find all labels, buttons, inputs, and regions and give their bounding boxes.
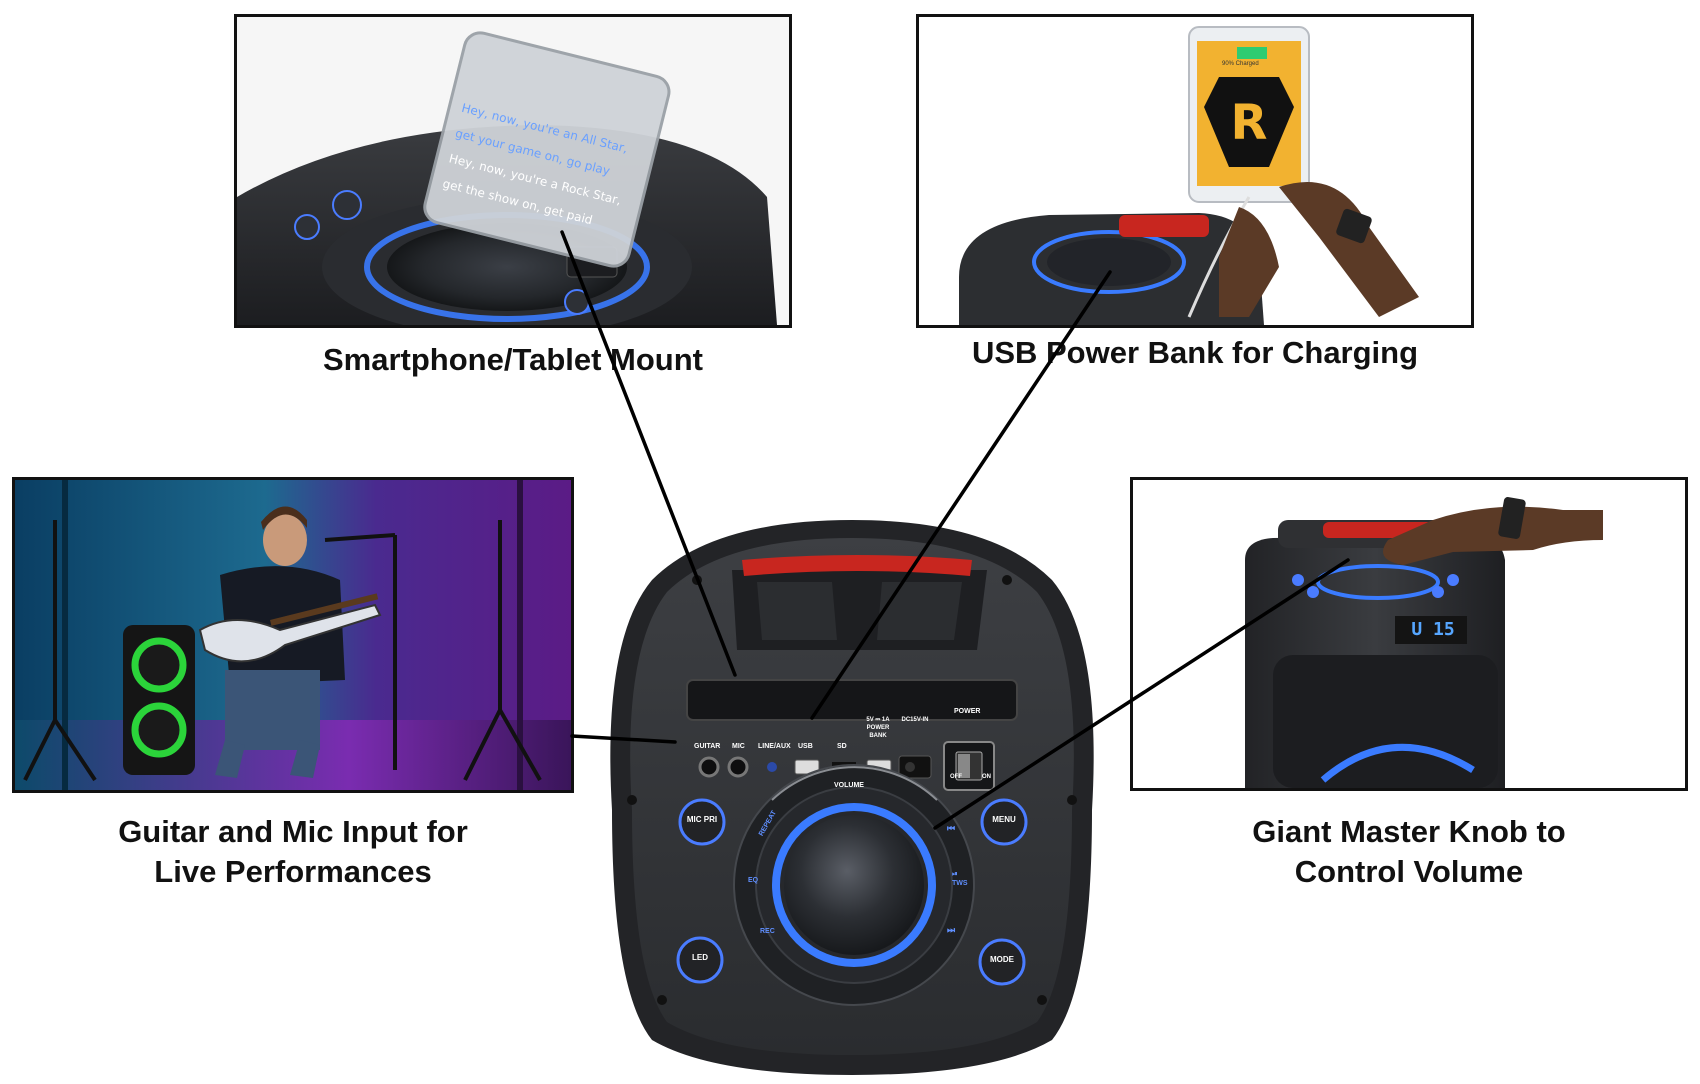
play-pause-tws-button[interactable]: ⏯ TWS — [952, 871, 968, 887]
rec-button[interactable]: REC — [760, 928, 775, 935]
tablet-battery-text: 90% Charged — [1222, 61, 1259, 67]
phone-mount-photo: Hey, now, you're an All Star, get your g… — [234, 14, 792, 328]
eq-button[interactable]: EQ — [748, 877, 759, 884]
jack-label-guitar: GUITAR — [694, 743, 721, 750]
live-performance-photo — [12, 477, 574, 793]
switch-on-label: ON — [982, 774, 991, 780]
jack-label-dc-in: DC15V-IN — [901, 717, 929, 723]
caption-usb-power-bank: USB Power Bank for Charging — [971, 335, 1419, 370]
caption-inputs-line1: Guitar and Mic Input for — [118, 814, 468, 849]
jack-label-mic: MIC — [732, 743, 745, 750]
caption-phone-mount: Smartphone/Tablet Mount — [322, 342, 704, 377]
repeat-button[interactable]: REPEAT — [757, 809, 778, 838]
speaker-top-panel: GUITAR MIC LINE/AUX USB SD 5V ⎓ 1A POWER… — [592, 520, 1112, 1075]
svg-text:R: R — [1231, 95, 1268, 151]
led-button[interactable]: LED — [692, 953, 708, 962]
previous-track-button[interactable]: ⏮ — [947, 823, 956, 833]
jack-label-usb: USB — [798, 743, 813, 750]
usb-charging-photo: R 90% Charged — [916, 14, 1474, 328]
phone-in-mount — [423, 31, 671, 268]
menu-button[interactable]: MENU — [992, 815, 1016, 824]
next-track-button[interactable]: ⏭ — [947, 925, 956, 935]
jack-label-power-bank: 5V ⎓ 1A POWER BANK — [866, 717, 890, 739]
mic-priority-button[interactable]: MIC PRI — [686, 815, 718, 824]
caption-knob-line2: Control Volume — [1294, 854, 1524, 889]
caption-master-knob: Giant Master Knob to Control Volume — [1130, 812, 1688, 892]
jack-label-line-aux: LINE/AUX — [758, 743, 791, 750]
switch-off-label: OFF — [950, 774, 962, 780]
button-discs — [676, 798, 1028, 986]
jack-label-sd: SD — [837, 743, 847, 750]
caption-inputs: Guitar and Mic Input for Live Performanc… — [12, 812, 574, 892]
volume-label: VOLUME — [834, 782, 864, 789]
caption-knob-line1: Giant Master Knob to — [1252, 814, 1566, 849]
caption-inputs-line2: Live Performances — [154, 854, 432, 889]
mode-button[interactable]: MODE — [990, 955, 1014, 964]
power-label: POWER — [954, 708, 981, 715]
master-knob-photo: U 15 — [1130, 477, 1688, 791]
knob-led-display: U 15 — [1411, 619, 1455, 640]
